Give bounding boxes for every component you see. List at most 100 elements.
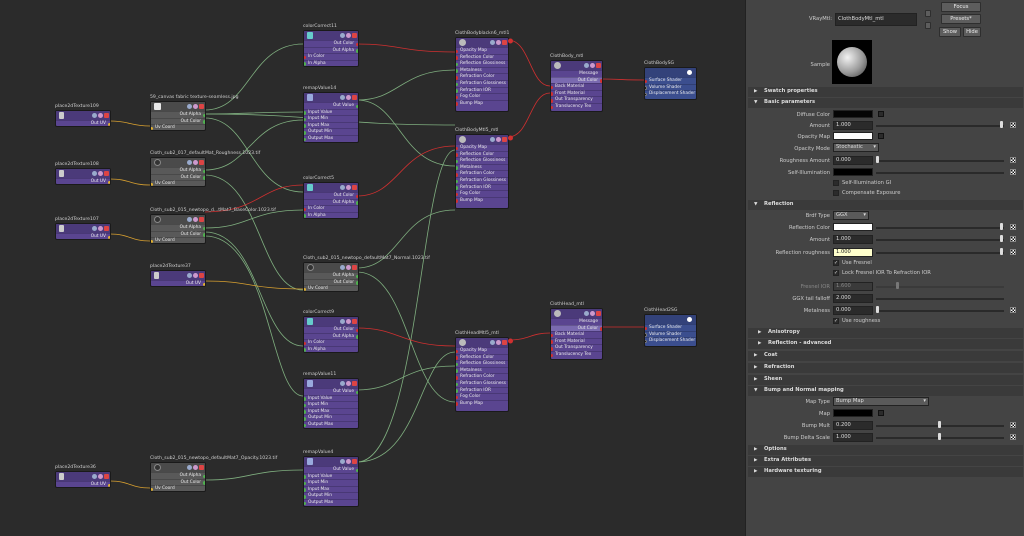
roughness-slider-knob[interactable] (876, 156, 879, 163)
port-out-color[interactable]: Out Color (551, 76, 602, 84)
port-bump-map[interactable]: Bump Map (456, 99, 508, 107)
port-metalness[interactable]: Metalness (456, 163, 508, 171)
self-illum-map-icon[interactable] (1010, 169, 1016, 175)
refl-amount-knob[interactable] (1000, 235, 1003, 242)
port-refraction-ior[interactable]: Refraction IOR (456, 386, 508, 394)
port-metalness[interactable]: Metalness (456, 66, 508, 74)
reflection-roughness-map-icon[interactable] (1010, 249, 1016, 255)
reflection-roughness-field[interactable]: 1.000 (833, 248, 873, 257)
port-out-alpha[interactable]: Out Alpha (151, 167, 205, 174)
reflection-color-slider[interactable] (876, 227, 1004, 229)
metalness-knob[interactable] (876, 306, 879, 313)
port-opacity-map[interactable]: Opacity Map (456, 144, 508, 151)
port-in-alpha[interactable]: In Alpha (304, 211, 358, 218)
bump-mult-field[interactable]: 0.200 (833, 421, 873, 430)
bump-delta-map-icon[interactable] (1010, 434, 1016, 440)
bump-map-swatch[interactable] (833, 409, 873, 417)
roughness-amount-field[interactable]: 0.000 (833, 156, 873, 165)
opacity-map-swatch[interactable] (833, 132, 873, 140)
port-volume-shader[interactable]: Volume Shader (645, 330, 696, 338)
port-reflection-color[interactable]: Reflection Color (456, 353, 508, 361)
port-uv-coord[interactable]: Uv Coord (304, 285, 358, 291)
port-out-alpha[interactable]: Out Alpha (151, 224, 205, 231)
port-out-transparency[interactable]: Out Transparency (551, 344, 602, 351)
normal-file-node[interactable]: Cloth_sub2_015_newtopo_defaultMat7_Norma… (303, 256, 430, 292)
port-input-value[interactable]: Input Value (304, 472, 358, 480)
port-refraction-color[interactable]: Refraction Color (456, 170, 508, 177)
diffuse-color-swatch[interactable] (833, 110, 873, 118)
port-input-min[interactable]: Input Min (304, 115, 358, 122)
port-input-min[interactable]: Input Min (304, 479, 358, 486)
colorcorrect11-node[interactable]: colorCorrect11 Out Color Out Alpha In Co… (303, 24, 359, 67)
place2dtexture36-node[interactable]: place2dTexture36 Out UV (55, 465, 111, 488)
opacity-map-button[interactable] (878, 133, 884, 139)
port-metalness[interactable]: Metalness (456, 366, 508, 374)
port-output-min[interactable]: Output Min (304, 128, 358, 135)
port-out-color[interactable]: Out Color (304, 192, 358, 199)
place2dtexture109-node[interactable]: place2dTexture109 Out UV (55, 104, 111, 127)
canvas-file-node[interactable]: 59_canvas fabric texture-seamless.jpg Ou… (150, 95, 239, 131)
remapvalue14-node[interactable]: remapValue14 Out Value Input Value Input… (303, 86, 359, 143)
port-reflection-color[interactable]: Reflection Color (456, 150, 508, 158)
lock-fresnel-ior-checkbox[interactable]: ✓ (833, 270, 839, 276)
port-refraction-ior[interactable]: Refraction IOR (456, 183, 508, 191)
bump-mult-knob[interactable] (938, 421, 941, 428)
reflection-roughness-knob[interactable] (1000, 248, 1003, 255)
port-reflection-glossiness[interactable]: Reflection Glossiness (456, 157, 508, 164)
section-coat[interactable]: ▶Coat (748, 351, 1023, 361)
section-refraction[interactable]: ▶Refraction (748, 363, 1023, 373)
place2dtexture107-node[interactable]: place2dTexture107 Out UV (55, 217, 111, 240)
bump-delta-scale-field[interactable]: 1.000 (833, 433, 873, 442)
remapvalue11-node[interactable]: remapValue11 Out Value Input Value Input… (303, 372, 359, 429)
basecolor-file-node[interactable]: Cloth_sub2_015_newtopo_d...tMat7_BaseCol… (150, 208, 276, 244)
port-reflection-glossiness[interactable]: Reflection Glossiness (456, 360, 508, 367)
section-extra-attributes[interactable]: ▶Extra Attributes (748, 456, 1023, 466)
metalness-slider[interactable] (876, 310, 1004, 312)
amount-slider-knob[interactable] (1000, 121, 1003, 128)
clothbodyblacken-mtl-node[interactable]: ClothBodyblackn6_mtl1 Opacity Map Reflec… (455, 31, 513, 112)
roughness-file-node[interactable]: Cloth_sub2_017_defaultMat_Roughness.1023… (150, 151, 260, 187)
port-refraction-ior[interactable]: Refraction IOR (456, 86, 508, 94)
port-out-color[interactable]: Out Color (304, 40, 358, 47)
section-reflection[interactable]: ▼Reflection (748, 200, 1023, 210)
clothheadmtl5-node[interactable]: ClothHeadMtl5_mtl Opacity Map Reflection… (455, 331, 513, 412)
port-out-uv[interactable]: Out UV (56, 178, 110, 184)
port-surface-shader[interactable]: Surface Shader (645, 77, 696, 84)
diffuse-map-button[interactable] (878, 111, 884, 117)
port-out-alpha[interactable]: Out Alpha (151, 111, 205, 118)
port-out-color[interactable]: Out Color (151, 478, 205, 486)
port-message[interactable]: Message (551, 70, 602, 77)
port-out-uv[interactable]: Out UV (56, 233, 110, 239)
port-translucency-tex[interactable]: Translucency Tex (551, 350, 602, 358)
port-out-alpha[interactable]: Out Alpha (304, 46, 358, 54)
port-out-alpha[interactable]: Out Alpha (304, 332, 358, 340)
roughness-slider[interactable] (876, 160, 1004, 162)
port-uv-coord[interactable]: Uv Coord (151, 124, 205, 130)
place2dtexture108-node[interactable]: place2dTexture108 Out UV (55, 162, 111, 185)
port-out-uv[interactable]: Out UV (151, 280, 205, 286)
go-to-input-icon[interactable] (925, 10, 931, 17)
port-refraction-color[interactable]: Refraction Color (456, 73, 508, 80)
focus-button[interactable]: Focus (941, 2, 981, 12)
port-reflection-color[interactable]: Reflection Color (456, 53, 508, 61)
ggx-tail-slider[interactable] (876, 298, 1004, 300)
port-out-uv[interactable]: Out UV (56, 120, 110, 126)
self-illumination-swatch[interactable] (833, 168, 873, 176)
port-in-color[interactable]: In Color (304, 205, 358, 212)
show-button[interactable]: Show (939, 27, 961, 37)
port-fog-color[interactable]: Fog Color (456, 93, 508, 100)
port-front-material[interactable]: Front Material (551, 337, 602, 345)
port-bump-map[interactable]: Bump Map (456, 196, 508, 204)
port-surface-shader[interactable]: Surface Shader (645, 324, 696, 331)
colorcorrect5-node[interactable]: colorCorrect5 Out Color Out Alpha In Col… (303, 176, 359, 219)
port-in-alpha[interactable]: In Alpha (304, 345, 358, 352)
presets-button[interactable]: Presets* (941, 14, 981, 24)
port-out-alpha[interactable]: Out Alpha (151, 472, 205, 479)
port-refraction-glossiness[interactable]: Refraction Glossiness (456, 379, 508, 387)
use-roughness-checkbox[interactable]: ✓ (833, 318, 839, 324)
port-input-max[interactable]: Input Max (304, 485, 358, 493)
section-bump-normal-mapping[interactable]: ▼Bump and Normal mapping (748, 386, 1023, 396)
port-input-max[interactable]: Input Max (304, 407, 358, 415)
reflection-roughness-slider[interactable] (876, 252, 1004, 254)
port-output-max[interactable]: Output Max (304, 134, 358, 142)
